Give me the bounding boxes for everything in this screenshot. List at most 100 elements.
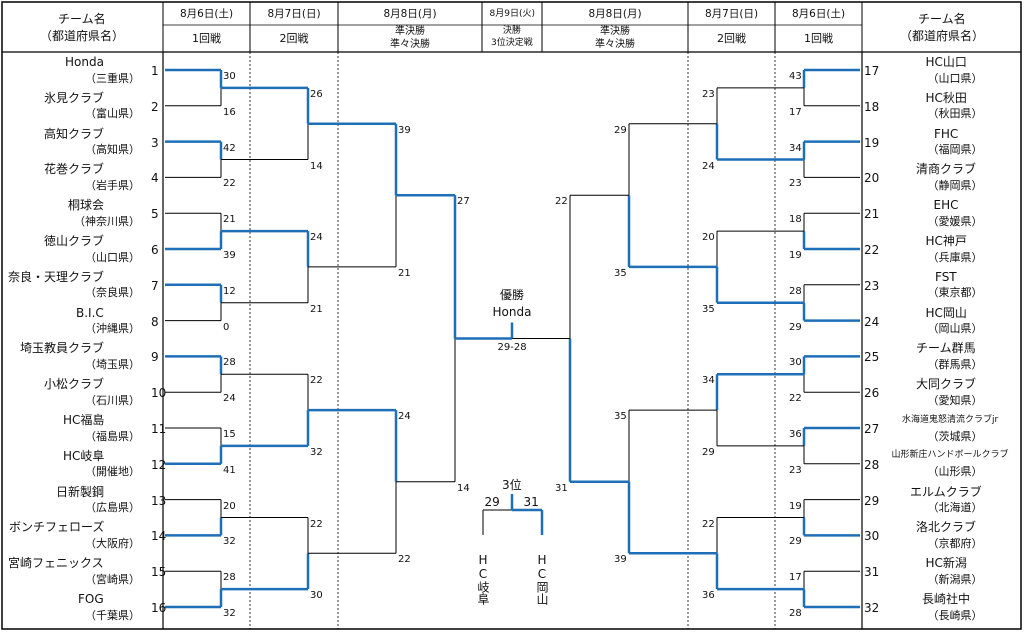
champion-team: Honda: [492, 305, 532, 319]
match-score: 24: [702, 160, 715, 172]
team-name: 埼玉教員クラブ: [20, 341, 105, 356]
seed-number: 29: [864, 493, 880, 508]
match-score: 20: [223, 500, 236, 512]
team-prefecture: （富山県）: [85, 107, 140, 121]
team-name: 水海道鬼怒清流クラブjr: [902, 414, 999, 425]
team-name: 長崎社中: [922, 592, 971, 606]
match-score: 14: [310, 160, 323, 172]
match-score: 21: [398, 267, 411, 279]
match-score: 19: [789, 500, 802, 512]
match-score: 26: [310, 88, 323, 100]
match-score: 39: [223, 250, 236, 261]
team-name: 小松クラブ: [44, 377, 105, 392]
match-score: 21: [310, 303, 323, 315]
team-name: チーム群馬: [916, 341, 976, 356]
match-score: 22: [310, 375, 323, 387]
seed-number: 13: [151, 493, 167, 508]
match-score: 22: [702, 518, 715, 530]
match-score: 30: [310, 590, 323, 602]
champion-label: 優勝: [500, 288, 525, 302]
seed-number: 11: [151, 422, 167, 436]
match-score: 28: [789, 285, 802, 297]
team-prefecture: （開催地）: [85, 465, 140, 479]
team-prefecture: （静岡県）: [927, 178, 983, 192]
seed-number: 1: [151, 64, 159, 78]
team-prefecture: （長崎県）: [927, 608, 983, 622]
seed-number: 2: [151, 99, 159, 114]
team-prefecture: （福島県）: [85, 429, 140, 443]
team-name: HC神戸: [925, 234, 967, 248]
header-date: 8月8日(月): [383, 7, 437, 20]
match-score: 30: [789, 357, 802, 369]
team-prefecture: （広島県）: [85, 501, 140, 515]
team-name: 宮崎フェニックス: [8, 556, 104, 571]
match-score: 30: [223, 71, 236, 82]
seed-number: 18: [864, 99, 880, 114]
team-name: 山形新庄ハンドボールクラブ: [891, 450, 1009, 461]
header-round: 準決勝 準々決勝: [595, 26, 635, 50]
seed-number: 27: [864, 422, 880, 436]
match-score: 32: [223, 536, 236, 548]
header-date: 8月6日(土): [792, 7, 846, 20]
team-name: HC秋田: [925, 90, 967, 105]
third-place-right-team: HC岡山: [535, 553, 549, 605]
team-name: EHC: [933, 198, 959, 213]
match-score: 32: [223, 608, 236, 619]
header-round: 決勝 3位決定戦: [491, 26, 533, 48]
team-prefecture: （東京都）: [927, 286, 983, 300]
seed-number: 32: [864, 601, 880, 615]
match-score: 22: [398, 554, 411, 566]
match-score: 24: [223, 393, 236, 405]
match-score: 28: [223, 357, 236, 369]
match-score: 35: [614, 267, 627, 279]
match-score: 32: [310, 446, 323, 458]
match-score: 29: [702, 446, 715, 458]
team-prefecture: （大阪府）: [85, 536, 140, 550]
match-score: 17: [789, 106, 802, 118]
seed-number: 19: [864, 135, 880, 150]
third-place-left-team: HC岐阜: [476, 553, 490, 605]
team-prefecture: （神奈川県）: [74, 214, 140, 228]
seed-number: 12: [151, 457, 167, 472]
match-score: 36: [789, 429, 802, 440]
match-score: 35: [702, 303, 715, 315]
seed-number: 14: [151, 529, 167, 544]
match-score: 23: [702, 88, 715, 100]
team-name: 大同クラブ: [916, 377, 977, 392]
seed-number: 26: [864, 386, 880, 401]
seed-number: 20: [864, 171, 880, 186]
match-score: 28: [789, 608, 802, 619]
seed-number: 7: [151, 278, 159, 293]
header-round: 1回戦: [804, 31, 833, 45]
match-score: 0: [223, 321, 230, 333]
team-prefecture: （山口県）: [85, 250, 140, 264]
seed-number: 30: [864, 529, 880, 544]
team-column-title: チーム名: [58, 12, 106, 26]
team-name: FHC: [934, 126, 959, 141]
match-score: 29: [789, 536, 802, 548]
team-prefecture: （茨城県）: [927, 429, 983, 443]
match-score: 42: [223, 142, 236, 154]
third-place-score: 29: [484, 495, 500, 509]
team-name: FST: [935, 269, 957, 284]
match-score: 23: [789, 464, 802, 476]
team-prefecture: （秋田県）: [927, 107, 983, 121]
team-prefecture: （奈良県）: [85, 286, 140, 300]
team-name: 高知クラブ: [44, 126, 105, 141]
match-score: 22: [555, 196, 568, 208]
team-name: 洛北クラブ: [916, 520, 977, 535]
seed-number: 15: [151, 565, 167, 580]
header-round: 1回戦: [192, 31, 221, 45]
seed-number: 6: [151, 243, 159, 257]
header-round: 2回戦: [279, 31, 309, 45]
team-name: HC岡山: [925, 305, 967, 320]
team-prefecture: （兵庫県）: [927, 250, 983, 264]
team-prefecture: （沖縄県）: [85, 322, 140, 336]
header-date: 8月7日(日): [267, 7, 321, 20]
seed-number: 3: [151, 135, 159, 150]
seed-number: 5: [151, 207, 159, 222]
header-round: 準決勝 準々決勝: [390, 26, 430, 50]
header-date: 8月6日(土): [180, 7, 234, 20]
team-prefecture: （北海道）: [927, 501, 983, 515]
match-score: 21: [223, 214, 236, 226]
